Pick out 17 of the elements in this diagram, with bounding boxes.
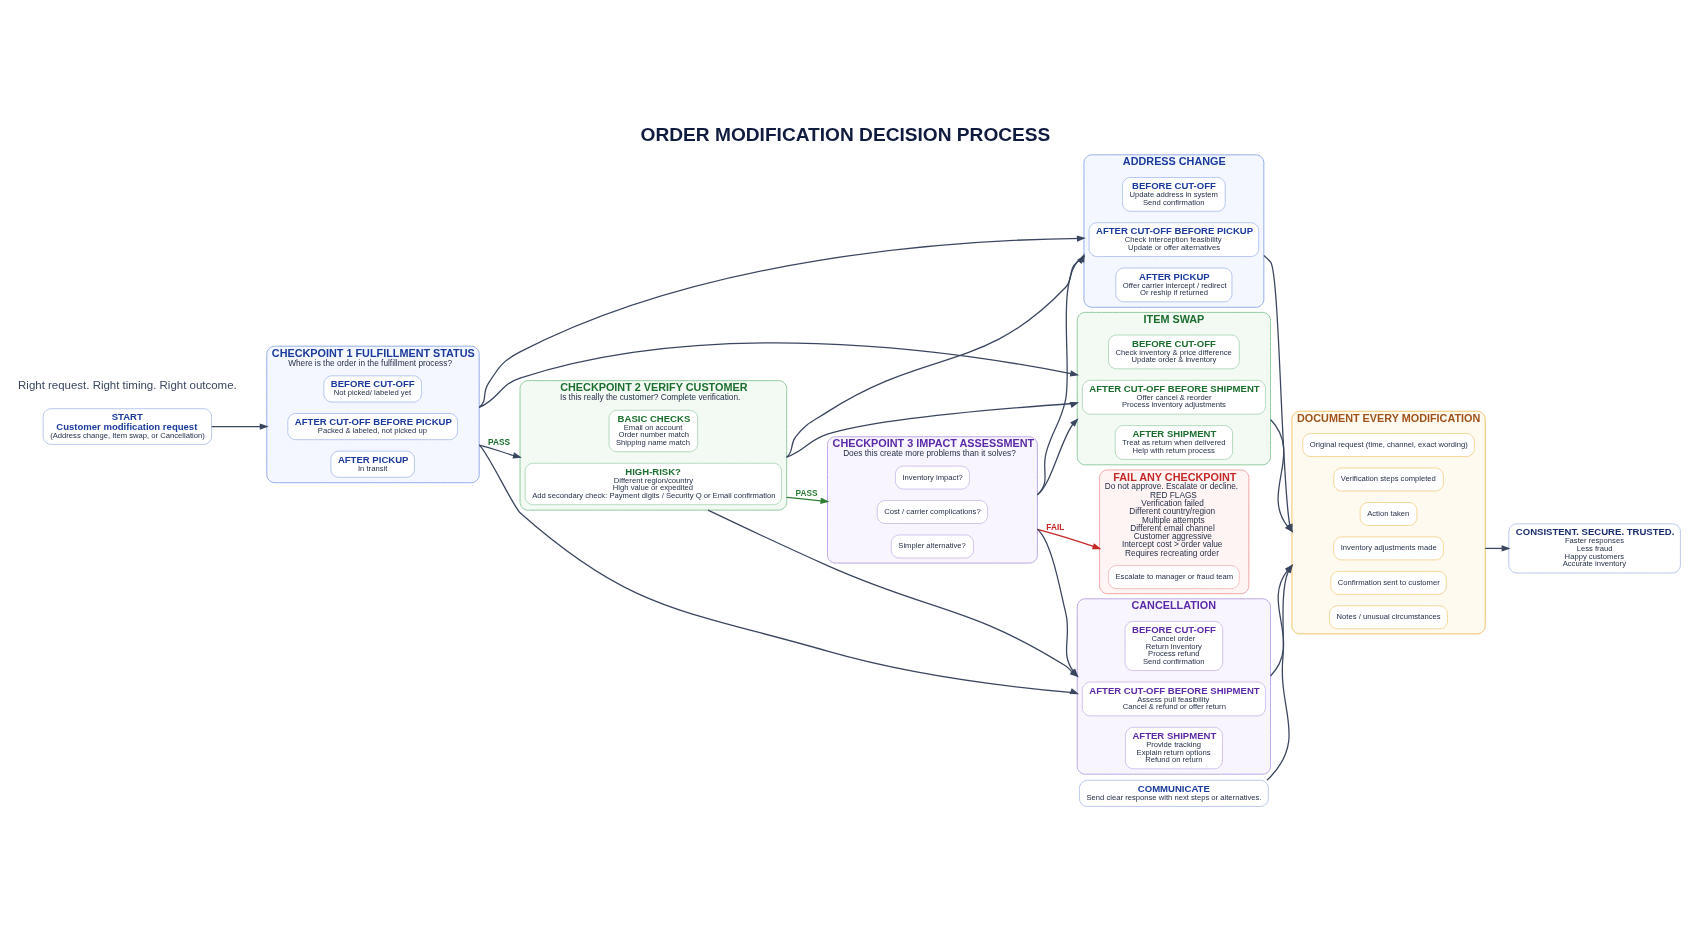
arrow xyxy=(478,443,522,458)
edge-label: FAIL xyxy=(1046,521,1065,532)
diagram-title: ORDER MODIFICATION DECISION PROCESS xyxy=(640,123,1051,145)
arrow xyxy=(1036,417,1079,495)
arrow xyxy=(1036,528,1079,677)
arrow xyxy=(707,509,1079,677)
arrow xyxy=(786,401,1080,458)
arrow xyxy=(1266,563,1293,781)
label: Right request. Right timing. Right outcome. xyxy=(18,378,237,391)
arrow xyxy=(211,422,269,430)
arrow xyxy=(478,443,1080,694)
arrow xyxy=(1036,528,1102,549)
edge-label: PASS xyxy=(488,436,511,447)
arrow xyxy=(786,496,830,504)
arrow xyxy=(1269,563,1294,677)
arrow xyxy=(478,341,1080,408)
edge-label: PASS xyxy=(795,487,818,498)
